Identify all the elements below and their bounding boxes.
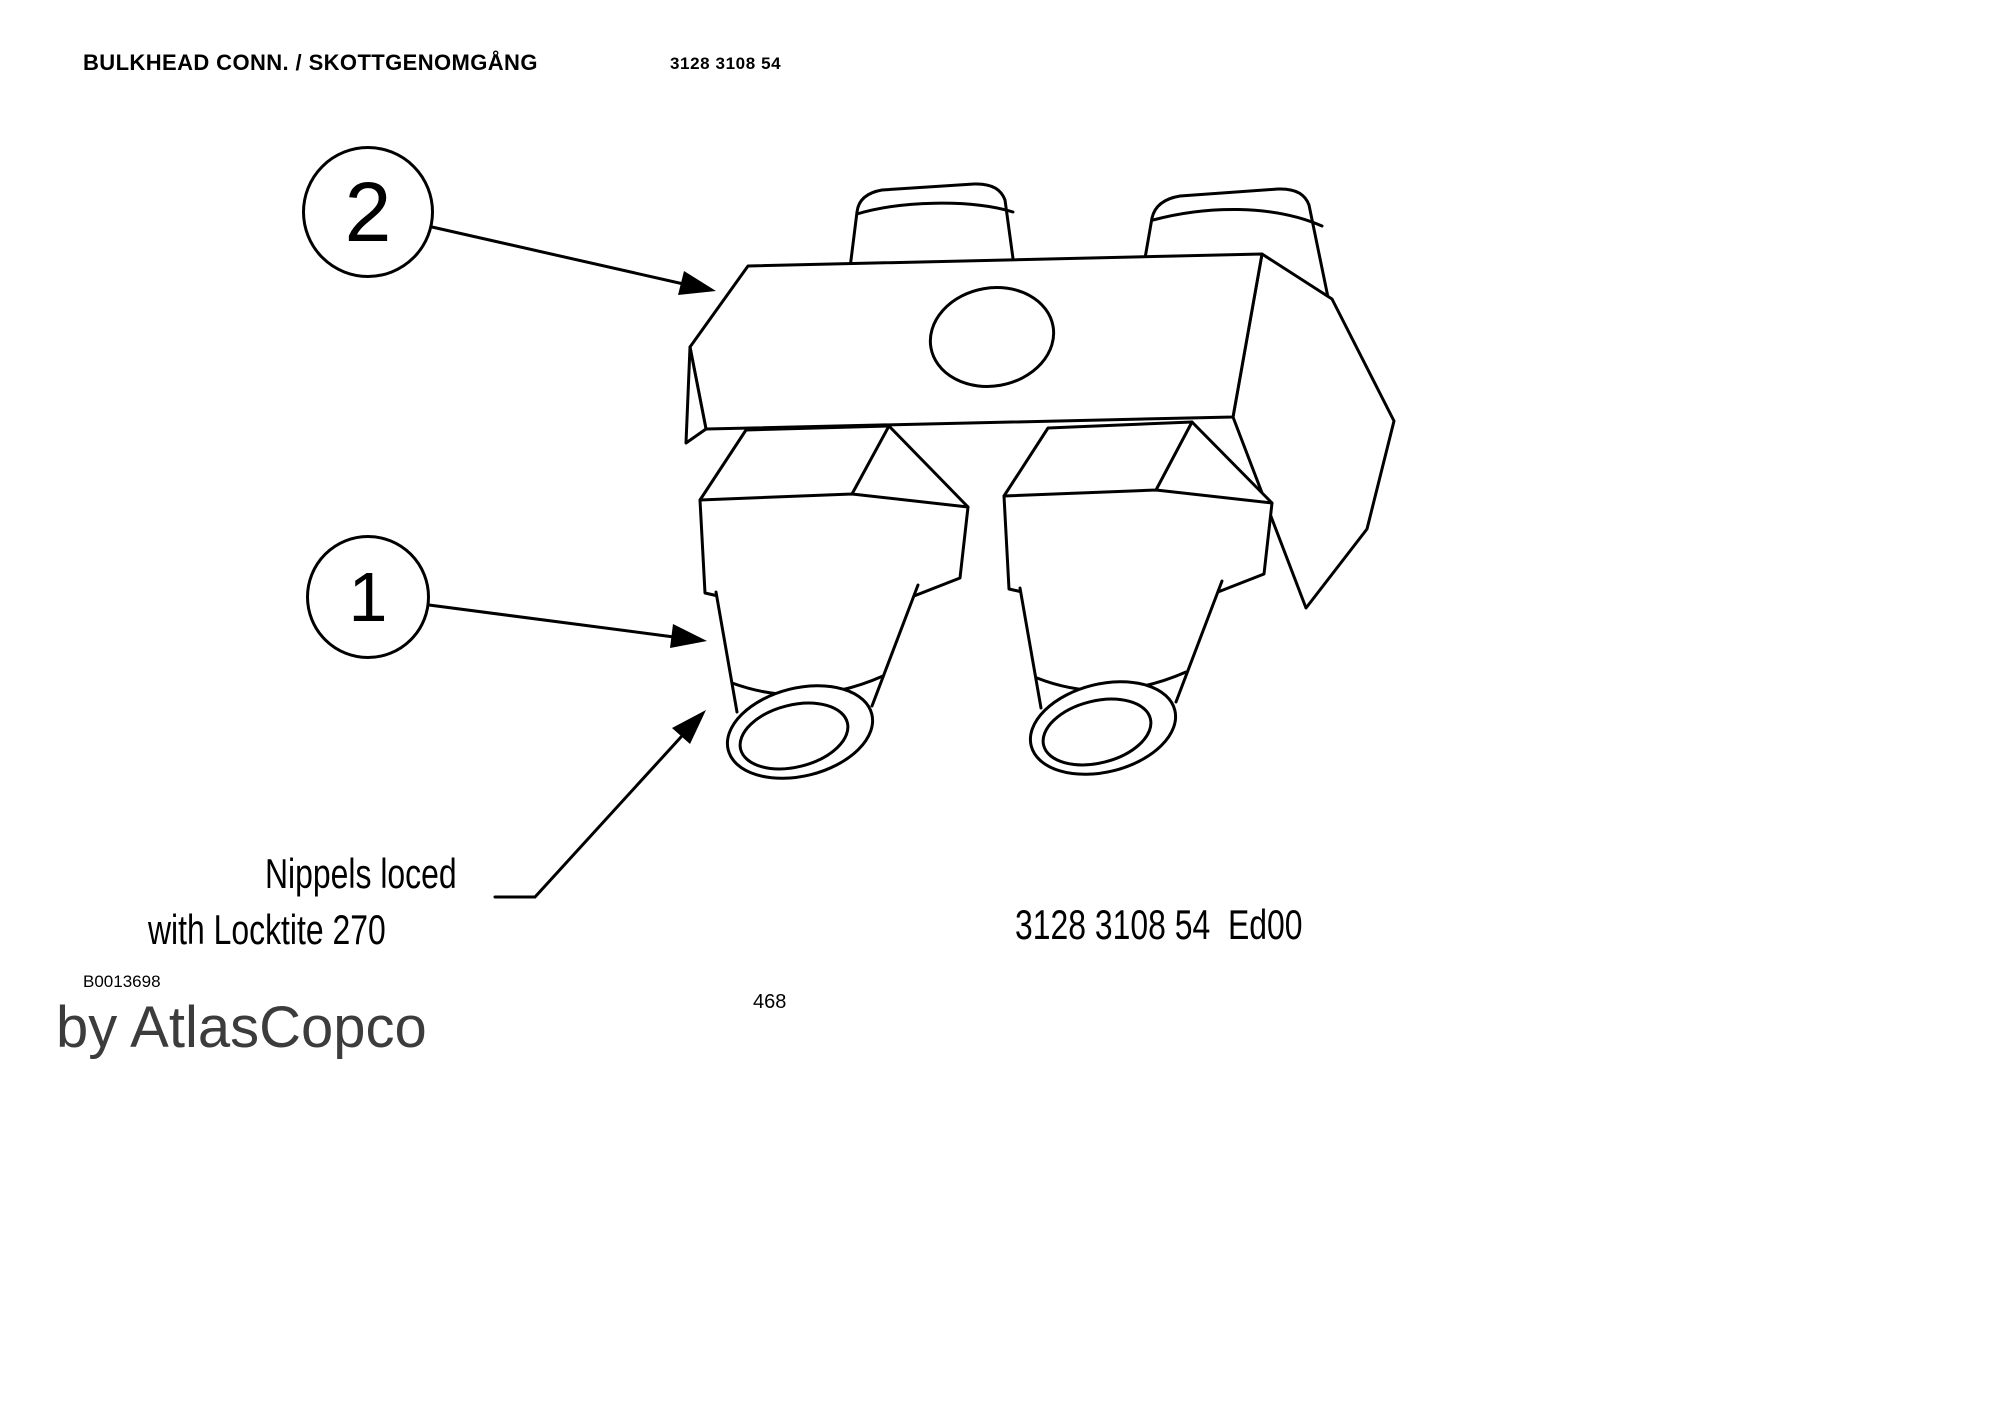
leader-line-callout-1: [427, 603, 676, 639]
connector-part-group: [684, 182, 1396, 780]
leader-lines-group: [427, 225, 716, 899]
callout-balloon-1: 1: [306, 535, 430, 659]
callout-balloon-2: 2: [302, 146, 434, 278]
nipple-left-sides: [714, 583, 920, 714]
hex-boss-left: [698, 424, 970, 614]
page-number: 468: [753, 991, 787, 1013]
watermark-text: by AtlasCopco: [56, 995, 427, 1060]
leader-line-callout-2: [430, 225, 690, 287]
nipple-right-sides: [1018, 579, 1224, 710]
hex-boss-right: [1002, 420, 1274, 610]
arrowhead-callout-2-icon: [678, 271, 716, 295]
doc-reference: 3128 3108 54 Ed00: [1015, 901, 1303, 948]
leader-line-note: [493, 735, 683, 899]
nipple-left-bore: [738, 701, 850, 771]
arrowhead-callout-1-icon: [670, 624, 707, 648]
header-part-number: 3128 3108 54: [670, 54, 782, 73]
callout-1-label: 1: [348, 558, 388, 636]
arrowhead-note-icon: [672, 710, 706, 744]
note-line-1: Nippels loced: [265, 850, 457, 897]
port-hole: [928, 286, 1056, 388]
hex-boss-right-facet-lines: [1002, 420, 1274, 505]
hex-boss-left-facet-lines: [698, 424, 970, 509]
nipple-right-bore: [1041, 697, 1153, 767]
nipple-left-body: [716, 585, 918, 712]
top-nipple-right-dome-seam: [1151, 208, 1324, 228]
note-line-2: with Locktite 270: [148, 906, 386, 953]
top-nipple-left-dome-seam: [855, 201, 1015, 216]
page-title: BULKHEAD CONN. / SKOTTGENOMGÅNG: [83, 50, 538, 75]
callout-2-label: 2: [344, 164, 392, 259]
block-left-chamfer-face: [684, 345, 708, 445]
drawing-id: B0013698: [83, 972, 161, 991]
